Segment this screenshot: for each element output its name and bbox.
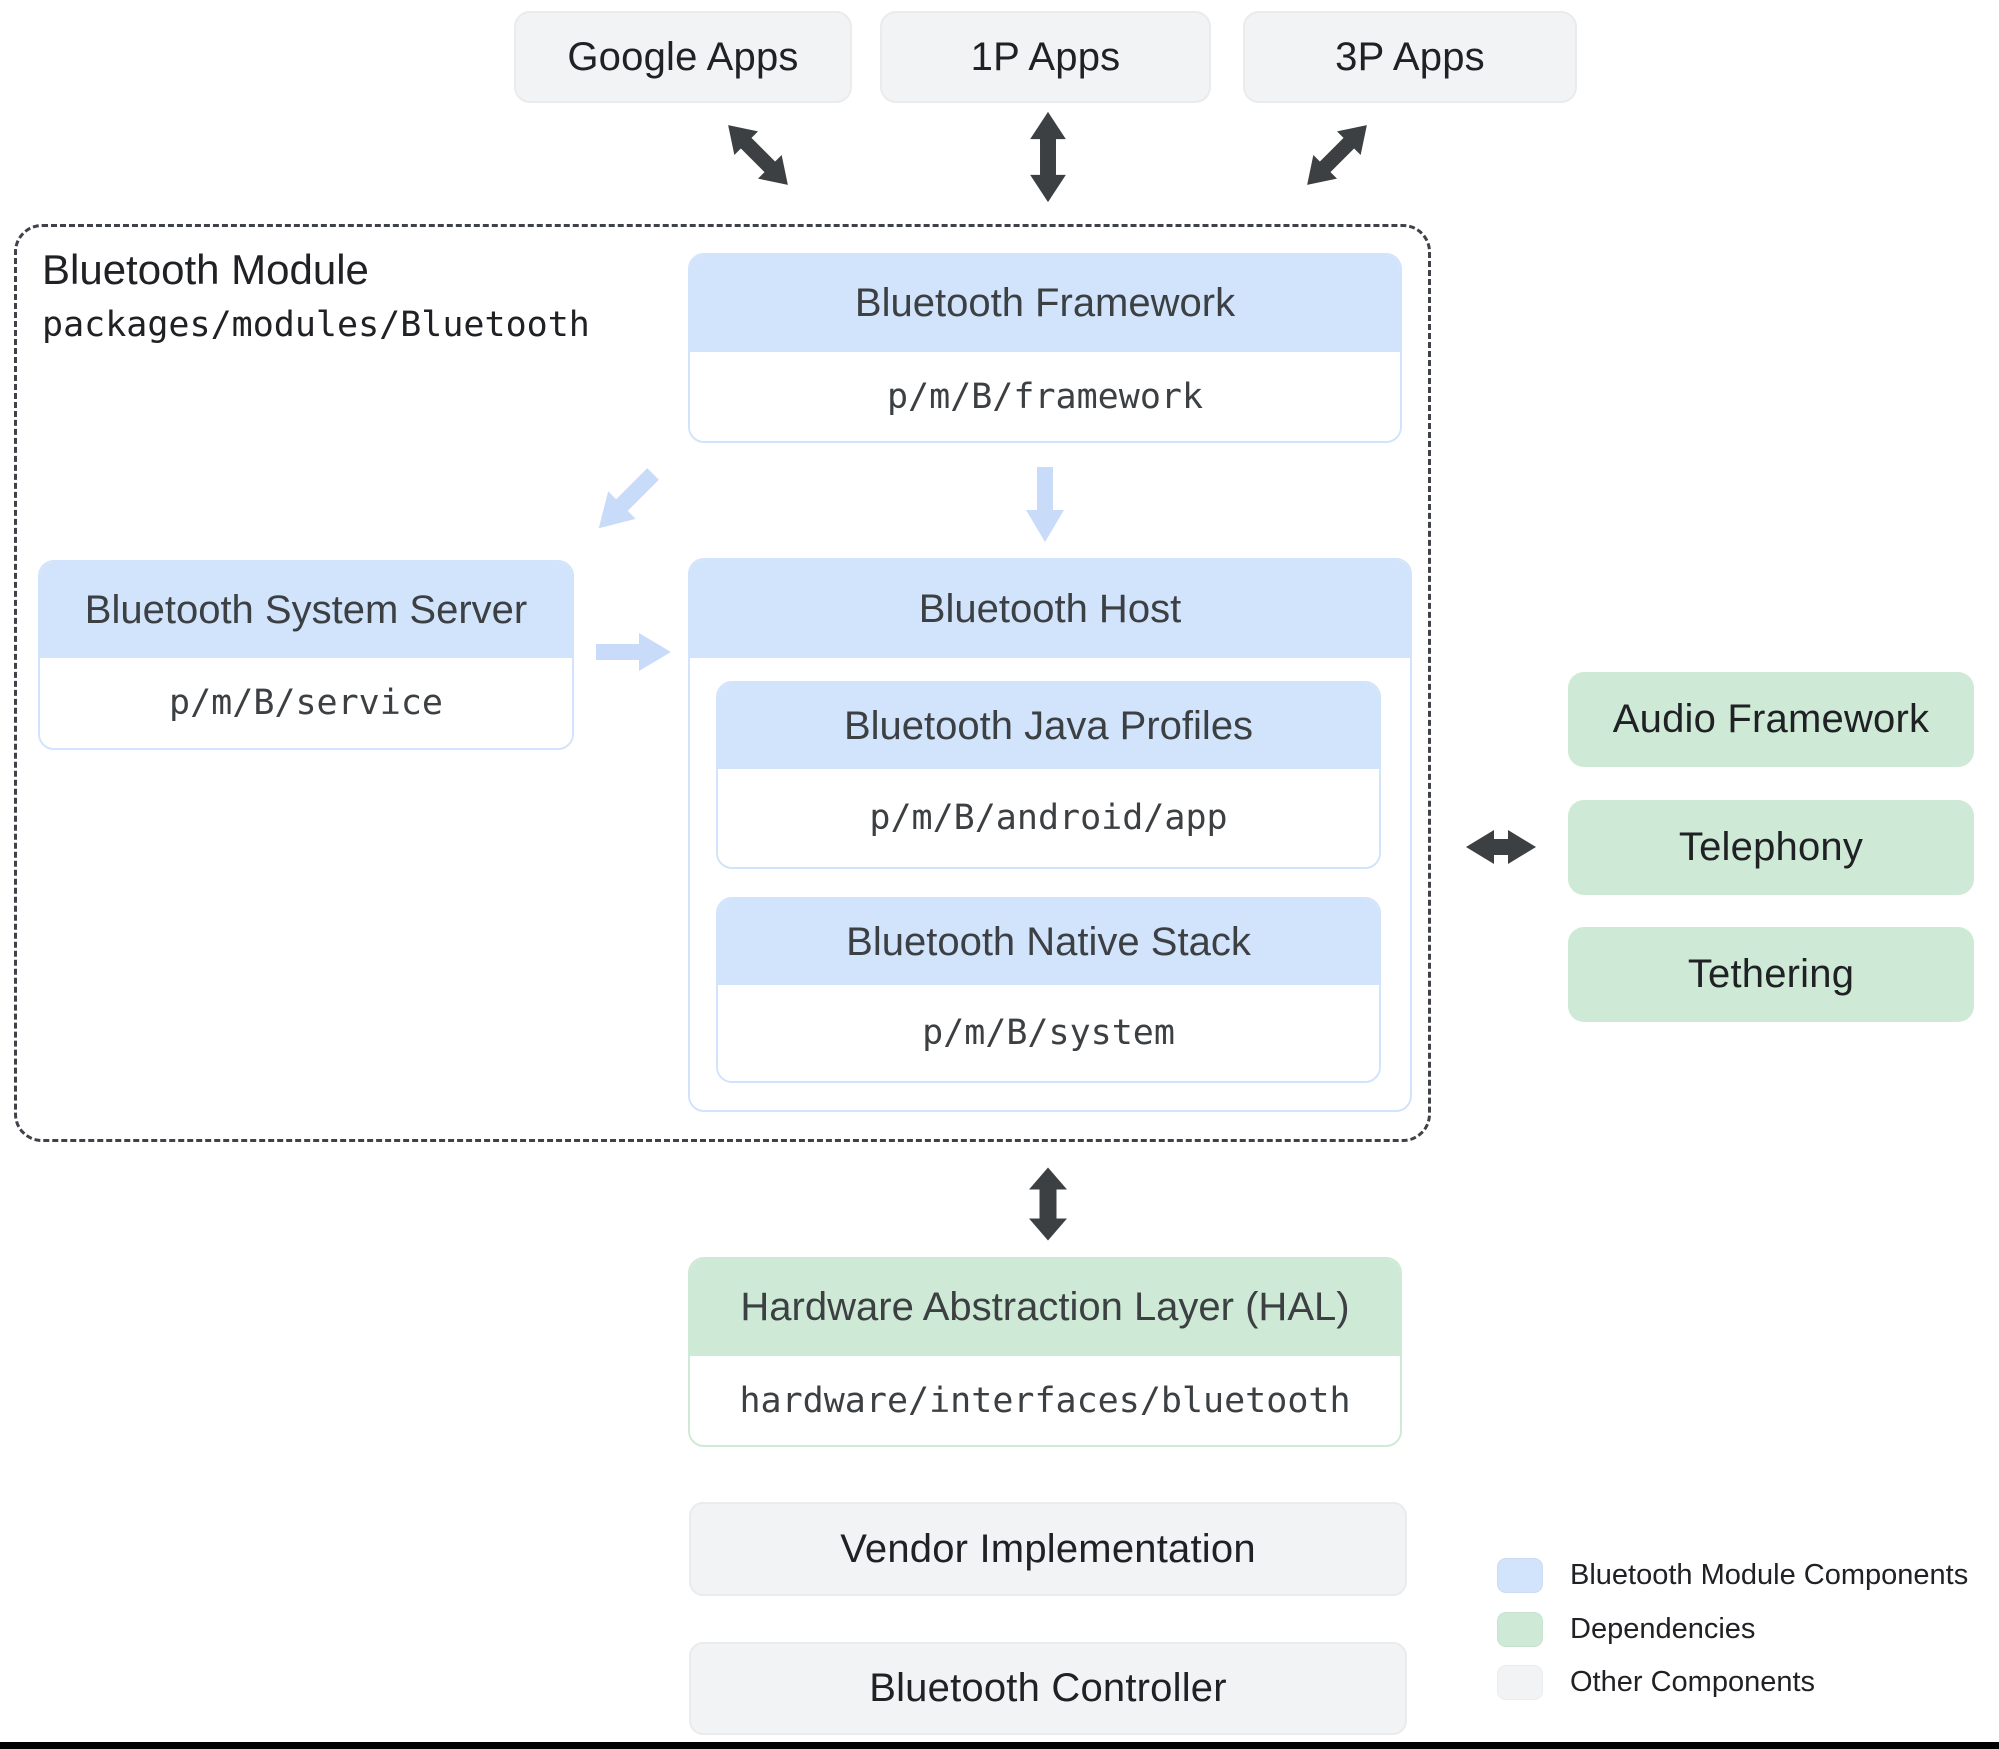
google-apps-label: Google Apps <box>567 34 799 79</box>
telephony-box: Telephony <box>1568 800 1974 895</box>
module-to-dependencies-bidirectional-arrow-icon <box>1464 828 1538 866</box>
bluetooth-system-server-path: p/m/B/service <box>40 658 572 748</box>
hal-title: Hardware Abstraction Layer (HAL) <box>690 1259 1400 1356</box>
legend-swatch-blue <box>1497 1558 1543 1593</box>
bluetooth-module-title: Bluetooth Module <box>42 246 369 293</box>
bluetooth-native-stack-box: Bluetooth Native Stack p/m/B/system <box>716 897 1381 1083</box>
legend-label: Bluetooth Module Components <box>1570 1559 1969 1591</box>
1p-apps-bidirectional-arrow-icon <box>1026 110 1070 204</box>
bluetooth-framework-title: Bluetooth Framework <box>690 255 1400 352</box>
3p-apps-label: 3P Apps <box>1335 34 1485 79</box>
framework-to-host-arrow-icon <box>1024 462 1066 544</box>
tethering-box: Tethering <box>1568 927 1974 1022</box>
bluetooth-system-server-title: Bluetooth System Server <box>40 562 572 658</box>
legend-swatch-gray <box>1497 1665 1543 1700</box>
bluetooth-module-label: Bluetooth Module packages/modules/Blueto… <box>42 244 590 345</box>
bluetooth-module-path: packages/modules/Bluetooth <box>42 305 590 346</box>
audio-framework-label: Audio Framework <box>1612 697 1930 741</box>
vendor-implementation-label: Vendor Implementation <box>840 1526 1256 1571</box>
system-server-to-host-arrow-icon <box>591 631 673 673</box>
1p-apps-box: 1P Apps <box>880 11 1211 103</box>
bluetooth-java-profiles-title: Bluetooth Java Profiles <box>718 683 1379 769</box>
legend-item-module-components: Bluetooth Module Components <box>1497 1558 1968 1593</box>
google-apps-bidirectional-arrow-icon <box>696 93 820 217</box>
google-apps-box: Google Apps <box>514 11 852 103</box>
bluetooth-java-profiles-path: p/m/B/android/app <box>718 769 1379 867</box>
bluetooth-controller-box: Bluetooth Controller <box>689 1642 1407 1735</box>
legend-item-dependencies: Dependencies <box>1497 1612 1755 1647</box>
bottom-edge-bar <box>0 1742 1999 1749</box>
legend-label: Other Components <box>1570 1666 1816 1698</box>
bluetooth-host-title: Bluetooth Host <box>690 560 1410 658</box>
bluetooth-framework-box: Bluetooth Framework p/m/B/framework <box>688 253 1402 443</box>
bluetooth-module-container <box>14 224 1431 1142</box>
legend-label: Dependencies <box>1570 1613 1756 1645</box>
bluetooth-system-server-box: Bluetooth System Server p/m/B/service <box>38 560 574 750</box>
hal-box: Hardware Abstraction Layer (HAL) hardwar… <box>688 1257 1402 1447</box>
bluetooth-java-profiles-box: Bluetooth Java Profiles p/m/B/android/ap… <box>716 681 1381 869</box>
1p-apps-label: 1P Apps <box>970 34 1121 79</box>
legend-swatch-green <box>1497 1612 1543 1647</box>
3p-apps-bidirectional-arrow-icon <box>1275 93 1399 217</box>
3p-apps-box: 3P Apps <box>1243 11 1577 103</box>
bluetooth-native-stack-path: p/m/B/system <box>718 985 1379 1081</box>
bluetooth-framework-path: p/m/B/framework <box>690 352 1400 441</box>
bluetooth-controller-label: Bluetooth Controller <box>869 1666 1227 1710</box>
hal-path: hardware/interfaces/bluetooth <box>690 1356 1400 1445</box>
legend-item-other-components: Other Components <box>1497 1665 1815 1700</box>
module-to-hal-bidirectional-arrow-icon <box>1026 1166 1070 1242</box>
bluetooth-native-stack-title: Bluetooth Native Stack <box>718 899 1379 985</box>
audio-framework-box: Audio Framework <box>1568 672 1974 767</box>
tethering-label: Tethering <box>1687 952 1855 996</box>
telephony-label: Telephony <box>1678 825 1864 869</box>
vendor-implementation-box: Vendor Implementation <box>689 1502 1407 1596</box>
